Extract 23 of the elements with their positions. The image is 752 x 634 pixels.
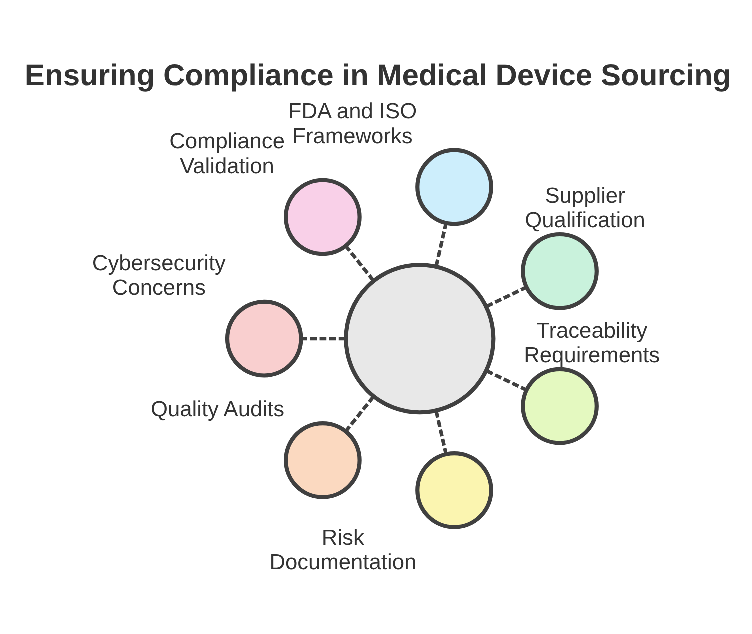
- node-label: Cybersecurity Concerns: [92, 250, 226, 300]
- node-label: FDA and ISO Frameworks: [288, 98, 418, 148]
- connector: [344, 396, 376, 432]
- node-circle: [416, 452, 494, 530]
- node-label: Supplier Qualification: [525, 182, 646, 232]
- connector: [302, 337, 346, 341]
- node-circle: [284, 178, 362, 256]
- connector: [434, 410, 448, 455]
- node-circle: [225, 300, 304, 378]
- node-circle: [416, 148, 494, 226]
- connector: [486, 369, 528, 392]
- connector: [434, 223, 448, 267]
- node-label: Traceability Requirements: [524, 318, 660, 368]
- node-circle: [521, 367, 599, 446]
- node-label: Risk Documentation: [270, 524, 417, 574]
- node-label: Quality Audits: [150, 396, 285, 422]
- node-circle: [521, 232, 599, 310]
- connector: [344, 245, 376, 282]
- connector: [486, 286, 528, 308]
- diagram-title: Ensuring Compliance in Medical Device Sourcing: [24, 60, 732, 93]
- node-circle: [344, 263, 496, 415]
- node-circle: [284, 422, 362, 500]
- node-label: Compliance Validation: [170, 128, 285, 178]
